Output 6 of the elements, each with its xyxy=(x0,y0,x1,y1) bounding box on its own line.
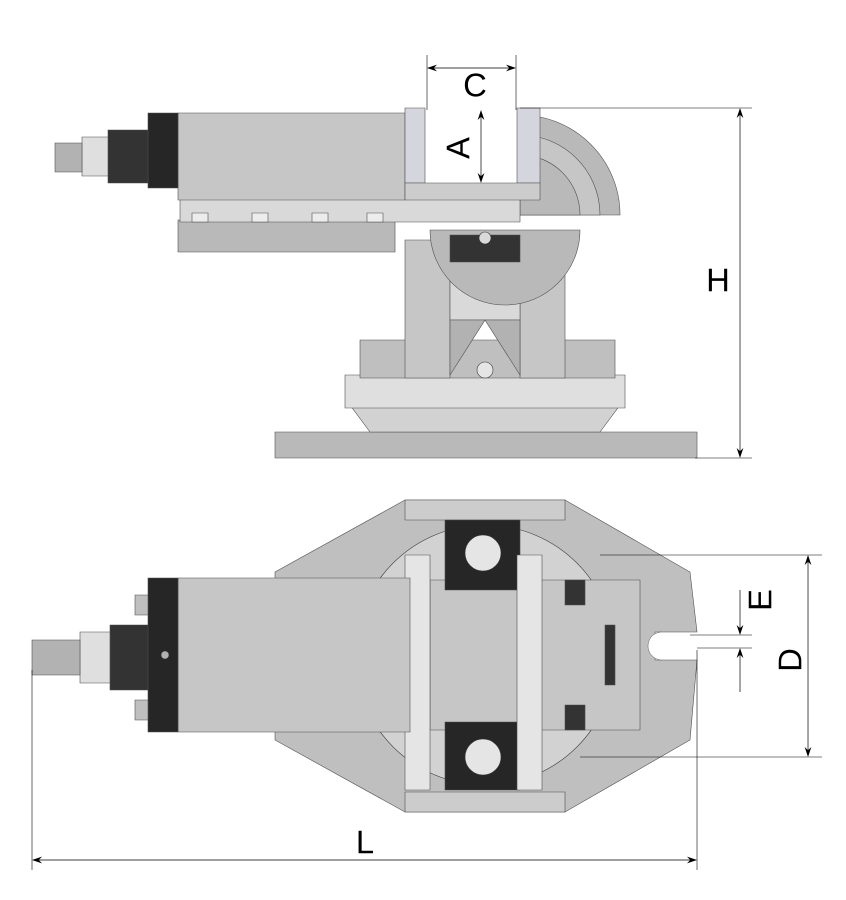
dimension-label: A xyxy=(446,137,470,159)
dimension-label: D xyxy=(778,650,802,670)
dimension-label: H xyxy=(708,268,728,292)
dimension-label: E xyxy=(748,590,772,608)
dimension-label: C xyxy=(464,73,486,97)
dimension-label: L xyxy=(358,830,374,854)
